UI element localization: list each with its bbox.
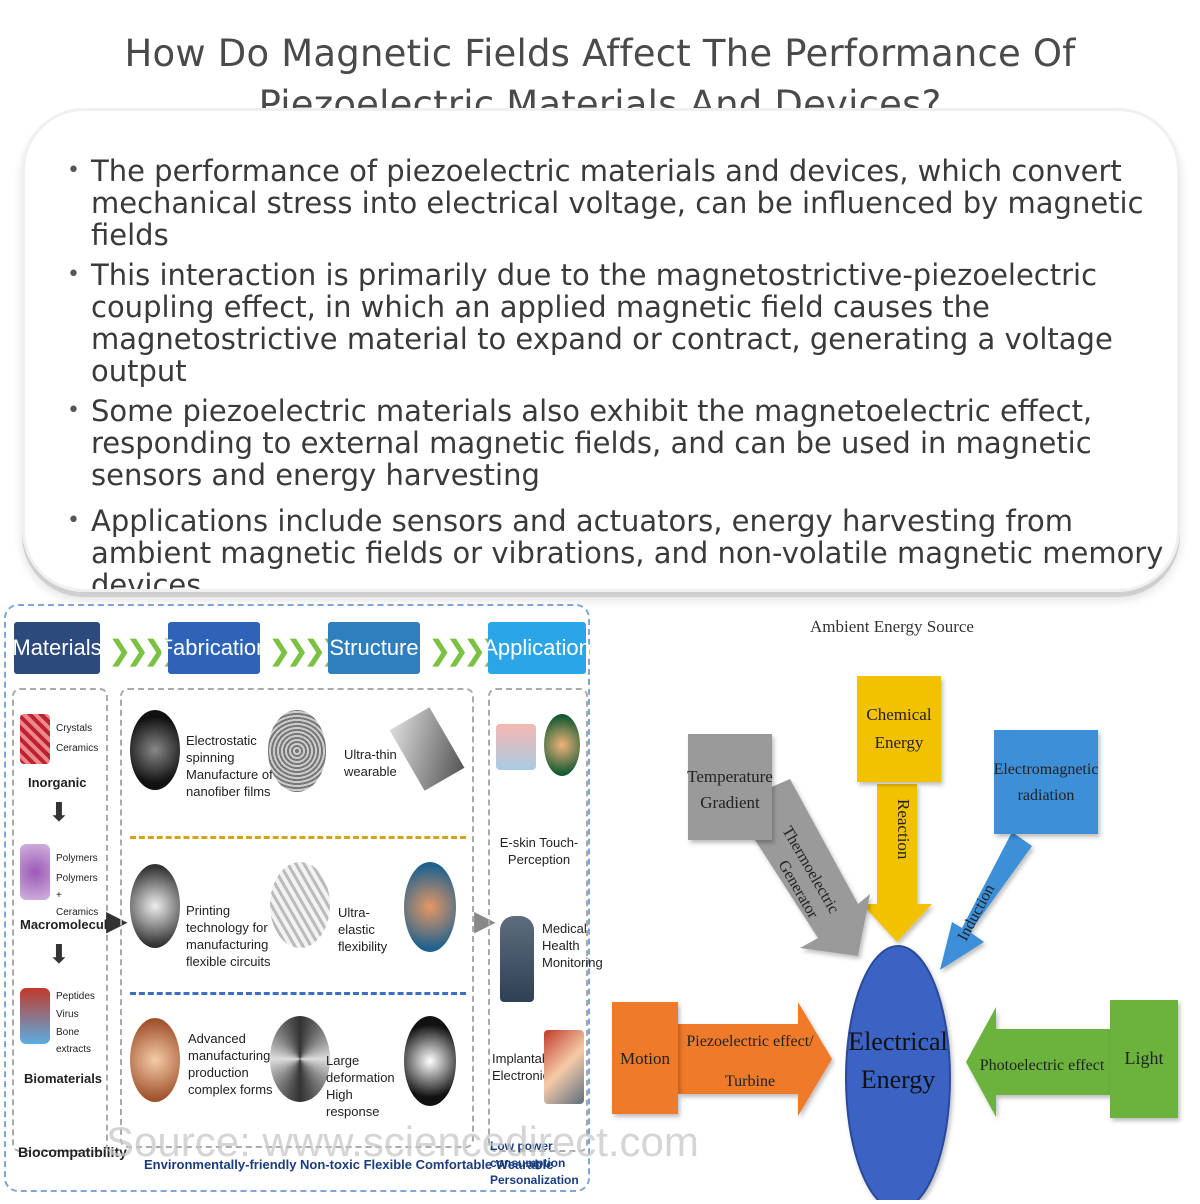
figure-frame (4, 604, 590, 1192)
induction-label: Induction (955, 882, 999, 944)
footer-label: Biocompatibility (18, 1144, 127, 1160)
body-monitor-image (500, 916, 534, 1002)
bullet-item: Some piezoelectric materials also exhibi… (67, 395, 1167, 491)
reaction-label: Reaction (894, 799, 913, 860)
bullet-item: This interaction is primarily due to the… (67, 259, 1167, 387)
piezo-materials-figure: Materials ❯❯❯❯ Fabrication ❯❯❯❯ Structur… (4, 604, 603, 1194)
material-label: Bone extracts (56, 1027, 92, 1055)
chemical-label-line2: Energy (875, 733, 924, 752)
structure-image (270, 1016, 330, 1102)
material-category: Biomaterials (24, 1071, 103, 1086)
material-label: Polymers (56, 853, 98, 864)
photo-arrow (966, 1007, 1110, 1117)
structure-image (270, 862, 330, 948)
reaction-arrow (862, 784, 932, 942)
header-application: Application (483, 622, 591, 674)
fabrication-label: Printing technology for manufacturing fl… (186, 903, 271, 969)
light-label: Light (1125, 1048, 1164, 1068)
arrow-right-icon: ▶ (474, 904, 496, 937)
implant-image (544, 1030, 584, 1104)
motion-box (612, 1002, 678, 1114)
electrical-energy-node (845, 945, 951, 1204)
center-label-line2: Energy (861, 1065, 936, 1094)
polymer-image (20, 844, 50, 900)
arrow-down-icon: ⬇ (48, 940, 70, 970)
bullet-item: Applications include sensors and actuato… (67, 505, 1167, 589)
material-label: Ceramics (56, 743, 99, 754)
arrow-right-icon: ▶ (106, 904, 128, 937)
diagram-title: Ambient Energy Source (810, 617, 974, 636)
fabrication-label: Advanced manufacturing production comple… (188, 1031, 273, 1097)
fabrication-label: Electrostatic spinning Manufacture of na… (186, 733, 273, 799)
fabrication-image (130, 1018, 180, 1102)
material-label: Polymers + Ceramics (56, 873, 99, 918)
header-structure: Structure (328, 622, 420, 674)
piezo-label: Piezoelectric effect/ (686, 1033, 814, 1050)
summary-card: The performance of piezoelectric materia… (22, 108, 1180, 592)
fabrication-image (130, 710, 180, 790)
structure-label: Ultra-thin wearable (344, 747, 397, 779)
material-label: Peptides (56, 991, 95, 1002)
footer-label: Environmentally-friendly Non-toxic Flexi… (144, 1157, 554, 1172)
chemical-label: Chemical (866, 705, 931, 724)
temperature-label: Temperature (687, 767, 773, 786)
e-skin-image (496, 724, 536, 770)
application-label: Medical Health Monitoring (542, 921, 603, 970)
structure-image (404, 862, 456, 952)
source-watermark: Source: www.sciencedirect.com (106, 1118, 699, 1165)
material-category: Macromolecule (20, 917, 115, 932)
piezo-arrow (678, 1002, 832, 1116)
material-label: Virus (56, 1009, 79, 1020)
structure-label: Ultra-elastic flexibility (338, 905, 388, 954)
em-label: Electromagnetic (994, 761, 1099, 778)
temperature-box (688, 734, 772, 840)
dashed-divider (130, 992, 466, 995)
temperature-label-line2: Gradient (700, 793, 760, 812)
bullet-list: The performance of piezoelectric materia… (67, 155, 1167, 589)
light-box (1110, 1000, 1178, 1118)
header-fabrication: Fabrication (160, 622, 268, 674)
application-label: E-skin Touch-Perception (499, 835, 579, 867)
em-box (994, 730, 1098, 834)
materials-panel (12, 688, 108, 1152)
motion-label: Motion (620, 1049, 671, 1068)
material-label: Crystals (56, 723, 93, 734)
application-image (544, 714, 580, 776)
center-label: Electrical (848, 1027, 948, 1056)
structure-label: Large deformation High response (326, 1053, 395, 1119)
energy-diagram-svg: Ambient Energy Source Reaction Thermoele… (612, 617, 1178, 1204)
piezo-label-line2: Turbine (725, 1073, 775, 1090)
em-label-line2: radiation (1018, 787, 1075, 804)
fabrication-image (130, 864, 180, 948)
dashed-divider (130, 836, 466, 839)
energy-source-diagram: Ambient Energy Source Reaction Thermoele… (600, 604, 1200, 1204)
photo-label: Photoelectric effect (980, 1057, 1105, 1074)
chemical-box (857, 676, 941, 782)
application-label: Implantable Electronics (492, 1051, 560, 1083)
page-title: How Do Magnetic Fields Affect The Perfor… (124, 32, 1076, 126)
material-category: Inorganic (28, 775, 87, 790)
header-materials: Materials (12, 622, 102, 674)
induction-arrow (940, 832, 1032, 970)
fabrication-panel (120, 688, 474, 1148)
crystal-image (20, 714, 50, 764)
arrow-down-icon: ⬇ (48, 798, 70, 828)
bullet-item: The performance of piezoelectric materia… (67, 155, 1167, 251)
footer-label: Low power consumption Personalization (490, 1139, 579, 1187)
structure-image (268, 710, 326, 792)
biomaterial-image (20, 988, 50, 1044)
application-panel (488, 688, 588, 1152)
structure-image (404, 1016, 456, 1106)
